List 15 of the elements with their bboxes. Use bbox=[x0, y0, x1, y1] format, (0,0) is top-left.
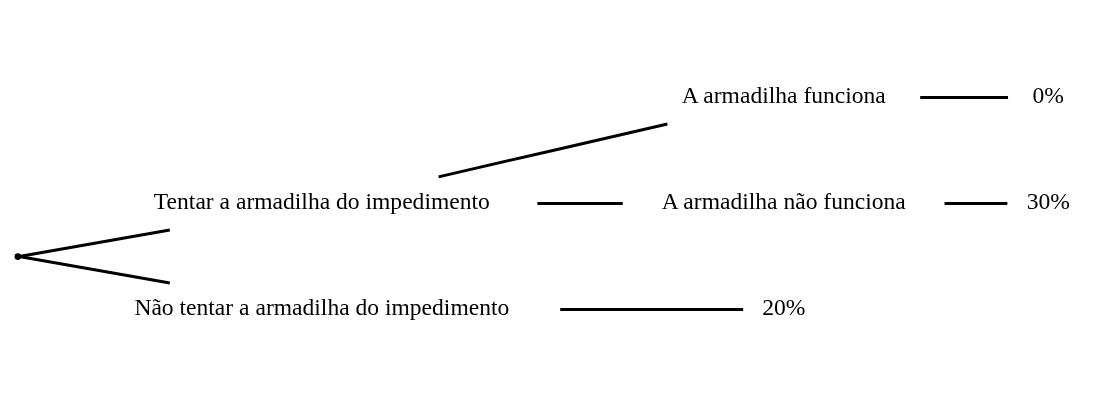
connector bbox=[560, 307, 744, 311]
node-text: Não tentar a armadilha do impedimento bbox=[134, 293, 510, 320]
node-text: 20% bbox=[762, 293, 806, 320]
node-text: A armadilha funciona bbox=[681, 81, 886, 108]
node-text: Tentar a armadilha do impedimento bbox=[153, 187, 490, 214]
node-point bbox=[14, 252, 22, 260]
node-text: 30% bbox=[1026, 187, 1070, 214]
connector bbox=[20, 254, 171, 284]
node-text: 0% bbox=[1032, 81, 1064, 108]
connector bbox=[438, 122, 668, 178]
connector bbox=[944, 201, 1008, 205]
connector bbox=[920, 95, 1009, 99]
node-text: A armadilha não funciona bbox=[661, 187, 906, 214]
connector bbox=[537, 201, 623, 205]
connector bbox=[20, 228, 171, 258]
